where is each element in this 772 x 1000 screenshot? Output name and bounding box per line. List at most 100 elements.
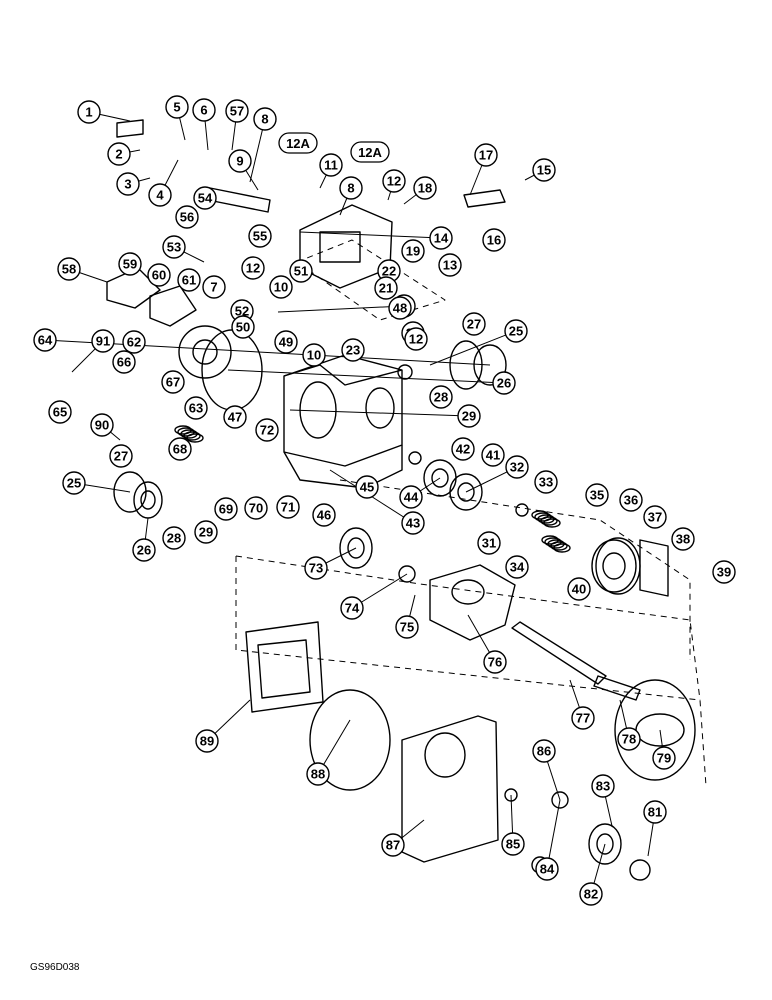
callout-circle	[184, 396, 208, 420]
callout-circle	[228, 149, 252, 173]
callout-28: 28	[429, 385, 453, 409]
callout-71: 71	[276, 495, 300, 519]
carrier-bore	[451, 579, 485, 605]
callout-26: 26	[492, 371, 516, 395]
callout-25: 25	[62, 471, 86, 495]
spring	[174, 425, 204, 443]
callout-circle	[289, 259, 313, 283]
callout-2: 2	[107, 142, 131, 166]
callout-circle	[567, 577, 591, 601]
callout-circle	[413, 176, 437, 200]
callout-69: 69	[214, 497, 238, 521]
spring	[541, 535, 571, 553]
leader-line	[299, 231, 442, 239]
callout-34: 34	[505, 555, 529, 579]
callout-72: 72	[255, 418, 279, 442]
callout-circle	[429, 226, 453, 250]
callout-circle	[77, 100, 101, 124]
callout-circle	[162, 235, 186, 259]
callout-76: 76	[483, 650, 507, 674]
callout-61: 61	[177, 268, 201, 292]
callout-number: 14	[434, 231, 449, 246]
callout-number: 8	[347, 181, 354, 196]
callout-51: 51	[289, 259, 313, 283]
callout-55: 55	[248, 224, 272, 248]
bearing-race	[133, 481, 163, 519]
callout-70: 70	[244, 496, 268, 520]
callout-number: 42	[456, 442, 470, 457]
callout-number: 88	[311, 767, 325, 782]
callout-number: 11	[324, 158, 338, 173]
callout-circle	[302, 343, 326, 367]
reference-label-text: 12A	[286, 136, 310, 151]
assembly-outline	[339, 479, 691, 660]
reference-label-12a: 12A	[278, 132, 318, 154]
callout-89: 89	[195, 729, 219, 753]
callout-number: 26	[497, 376, 511, 391]
callout-79: 79	[652, 746, 676, 770]
callout-4: 4	[148, 183, 172, 207]
callout-12: 12	[382, 169, 406, 193]
shaft	[207, 187, 271, 213]
callout-number: 25	[67, 476, 81, 491]
callout-number: 85	[506, 837, 520, 852]
callout-number: 60	[152, 268, 166, 283]
callout-number: 27	[467, 317, 481, 332]
callout-circle	[340, 596, 364, 620]
callout-58: 58	[57, 257, 81, 281]
callout-circle	[62, 471, 86, 495]
callout-10: 10	[302, 343, 326, 367]
end-cap	[473, 344, 507, 386]
callout-number: 37	[648, 510, 662, 525]
callout-circle	[429, 385, 453, 409]
callout-26: 26	[132, 538, 156, 562]
callout-circle	[401, 511, 425, 535]
figure-code: GS96D038	[30, 962, 80, 973]
callout-circle	[535, 857, 559, 881]
bearing-race	[339, 527, 373, 569]
callout-number: 18	[418, 181, 432, 196]
bearing-race	[602, 552, 626, 580]
callout-number: 56	[180, 210, 194, 225]
callout-number: 38	[676, 532, 690, 547]
callout-circle	[147, 263, 171, 287]
callout-44: 44	[399, 485, 423, 509]
callout-circle	[192, 98, 216, 122]
callout-14: 14	[429, 226, 453, 250]
callout-circle	[122, 330, 146, 354]
callout-48: 48	[388, 296, 412, 320]
callout-number: 45	[360, 480, 374, 495]
callout-40: 40	[567, 577, 591, 601]
bearing-race	[588, 823, 622, 865]
rear-cover	[401, 715, 499, 863]
callout-19: 19	[401, 239, 425, 263]
callout-90: 90	[90, 413, 114, 437]
callout-number: 84	[540, 862, 555, 877]
callout-47: 47	[223, 405, 247, 429]
callout-27: 27	[109, 444, 133, 468]
spring-coil	[543, 518, 561, 528]
pump-plate	[149, 285, 197, 327]
callout-number: 29	[199, 525, 213, 540]
callout-circle	[269, 275, 293, 299]
callout-number: 7	[210, 280, 217, 295]
callout-18: 18	[413, 176, 437, 200]
callout-circle	[161, 370, 185, 394]
callout-number: 89	[200, 734, 214, 749]
callout-number: 50	[236, 320, 250, 335]
callout-circle	[223, 405, 247, 429]
callout-number: 83	[596, 779, 610, 794]
callout-number: 86	[537, 744, 551, 759]
leader-line	[429, 330, 517, 366]
callout-number: 26	[137, 543, 151, 558]
pump-body	[178, 325, 232, 379]
callout-64: 64	[33, 328, 57, 352]
callout-circle	[339, 176, 363, 200]
callout-circle	[355, 475, 379, 499]
callout-number: 54	[198, 191, 213, 206]
callout-75: 75	[395, 615, 419, 639]
callout-number: 87	[386, 838, 400, 853]
callout-circle	[451, 437, 475, 461]
